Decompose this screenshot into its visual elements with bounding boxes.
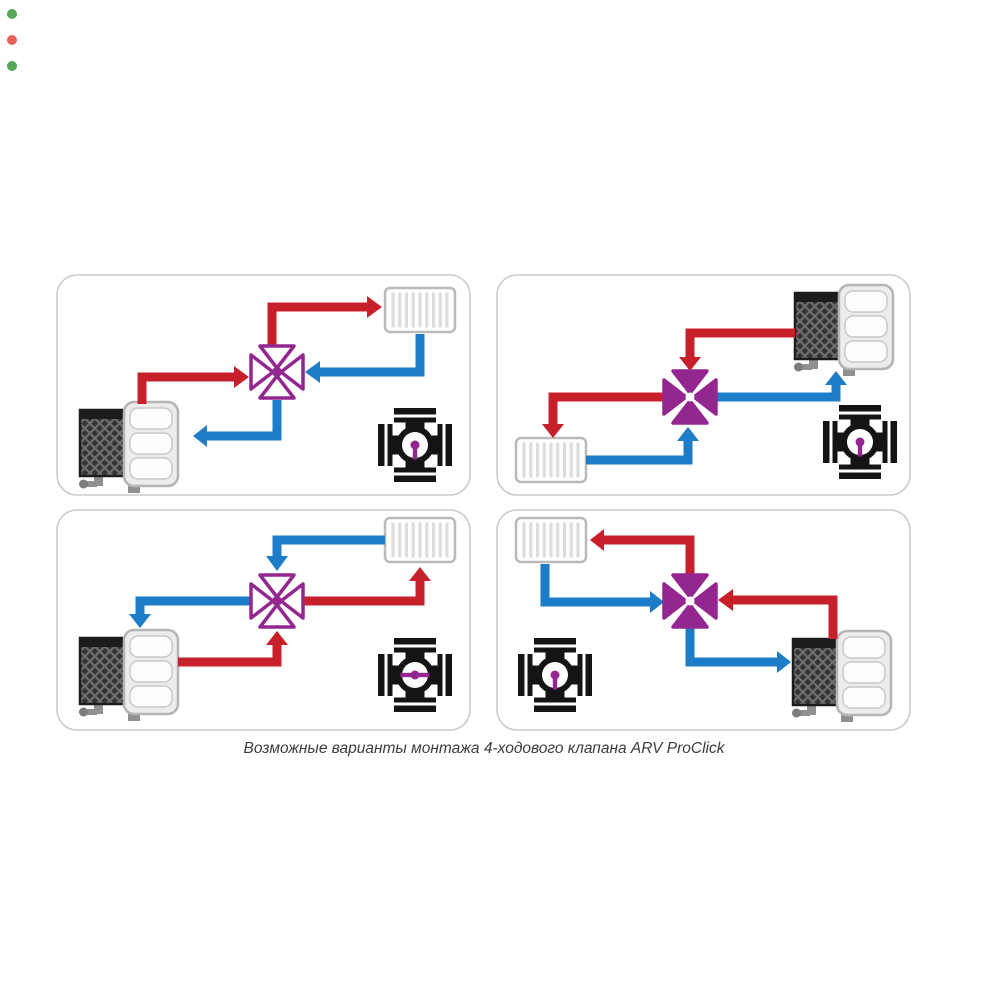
radiator-icon	[383, 516, 457, 564]
edge-mark-icon	[7, 9, 17, 19]
variant-panel-3	[56, 509, 471, 731]
return-arrowhead-icon	[825, 371, 847, 385]
return-arrowhead-icon	[650, 591, 664, 613]
supply-arrow	[267, 302, 367, 346]
return-arrowhead-icon	[677, 427, 699, 441]
supply-arrowhead-icon	[367, 296, 382, 318]
radiator-icon	[514, 436, 588, 484]
supply-arrow	[137, 372, 234, 404]
supply-arrow	[178, 645, 282, 667]
diagram-caption: Возможные варианты монтажа 4-ходового кл…	[244, 740, 726, 757]
edge-marks	[7, 9, 17, 71]
edge-mark-icon	[7, 35, 17, 45]
return-arrowhead-icon	[193, 425, 207, 447]
supply-arrowhead-icon	[409, 567, 431, 581]
supply-arrowhead-icon	[266, 631, 288, 645]
variant-panel-2	[496, 274, 911, 496]
return-arrow	[685, 627, 777, 667]
return-arrowhead-icon	[266, 556, 288, 571]
supply-arrow	[548, 392, 664, 424]
return-arrow	[135, 596, 251, 614]
return-arrow	[716, 385, 841, 402]
return-arrow	[586, 441, 693, 465]
radiator-icon	[383, 286, 457, 334]
return-arrowhead-icon	[777, 651, 791, 673]
return-arrow	[320, 334, 425, 377]
supply-arrow	[685, 328, 795, 357]
edge-mark-icon	[7, 61, 17, 71]
supply-arrow	[303, 581, 425, 606]
return-arrow	[207, 400, 282, 441]
return-arrowhead-icon	[129, 614, 151, 628]
supply-arrowhead-icon	[718, 589, 733, 611]
return-arrowhead-icon	[305, 361, 320, 383]
variant-panel-4	[496, 509, 911, 731]
supply-arrowhead-icon	[590, 529, 604, 551]
return-arrow	[540, 564, 650, 607]
variant-panel-1	[56, 274, 471, 496]
supply-arrow	[604, 535, 695, 575]
supply-arrowhead-icon	[542, 424, 564, 438]
return-arrow	[272, 535, 385, 556]
supply-arrowhead-icon	[679, 357, 701, 371]
radiator-icon	[514, 516, 588, 564]
supply-arrow	[733, 595, 838, 639]
supply-arrowhead-icon	[234, 366, 249, 388]
